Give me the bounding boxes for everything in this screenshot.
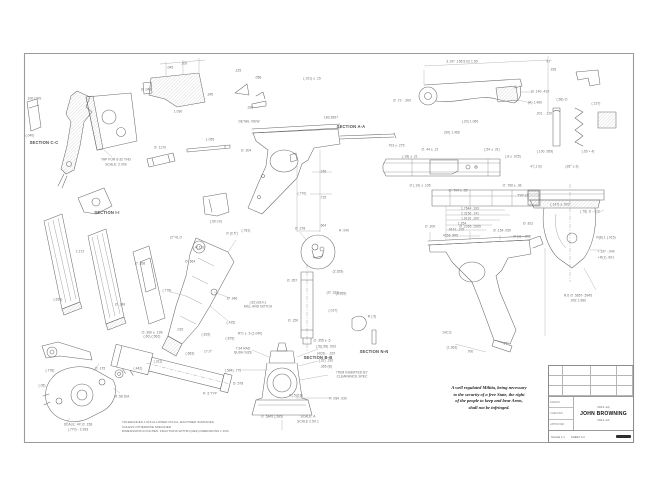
drawn-label: DRAWN	[549, 397, 573, 409]
frame-side-view-right	[428, 231, 545, 352]
checked-label: CHECKED	[549, 408, 573, 420]
approved-label: APPROVED	[550, 423, 565, 427]
small-parts-right	[553, 70, 616, 146]
author-name: JOHN BROWNING	[580, 410, 627, 417]
signature-mark	[616, 434, 631, 439]
second-amendment-quote: A well regulated Militia, being necessar…	[445, 385, 533, 411]
barrel-view	[42, 342, 233, 404]
tolerance-note-line: DIMENSIONS IN INCHES. FRACTIONS WITHIN (…	[122, 429, 229, 434]
feed-ramp-detail	[528, 184, 604, 290]
frame-cross-section	[86, 93, 137, 157]
sight-details	[235, 84, 266, 108]
revision-table	[549, 366, 633, 397]
approvals-column: DRAWN CHECKED APPROVED	[549, 397, 574, 430]
slide-front-view	[242, 343, 330, 430]
sear-detail	[43, 364, 120, 424]
sheet-border	[25, 54, 634, 443]
hammer-section-drawing	[27, 91, 92, 188]
tolerance-note: TOLERANCES ±.015 ALLOWED ON ALL MACHINED…	[122, 420, 272, 434]
barrel-link-detail	[300, 232, 335, 352]
scale-label: SCALE 1:1	[551, 434, 565, 439]
quote-line: of the people to keep and bear Arms,	[455, 398, 523, 404]
frame-side-view-left	[248, 124, 396, 232]
slide-side-view	[432, 190, 540, 240]
quote-line: to the security of a free State, the rig…	[453, 391, 525, 397]
tolerance-note-line: UNLESS OTHERWISE SPECIFIED	[122, 424, 172, 429]
housing-part	[143, 58, 205, 107]
drawing-number-bottom: 1911-A1	[597, 418, 610, 422]
quote-line: A well regulated Militia, being necessar…	[451, 385, 527, 390]
tolerance-note-line: TOLERANCES ±.015 ALLOWED ON ALL MACHINED…	[122, 420, 214, 424]
title-block: DRAWN CHECKED APPROVED 1911-A1 JOHN BROW…	[548, 365, 634, 443]
grip-assembly-view	[162, 238, 236, 356]
section-i-part	[78, 188, 112, 214]
sheet-label: SHEET 1/1	[570, 434, 585, 439]
small-parts-row	[147, 145, 230, 216]
slide-top-view	[383, 159, 500, 176]
drawing-number-top: 1911-A1	[597, 405, 610, 409]
slide-stop-view	[419, 56, 548, 112]
quote-line: shall not be infringed.	[468, 404, 510, 410]
grip-safety-hook	[352, 316, 376, 344]
magazine-views	[44, 214, 165, 330]
